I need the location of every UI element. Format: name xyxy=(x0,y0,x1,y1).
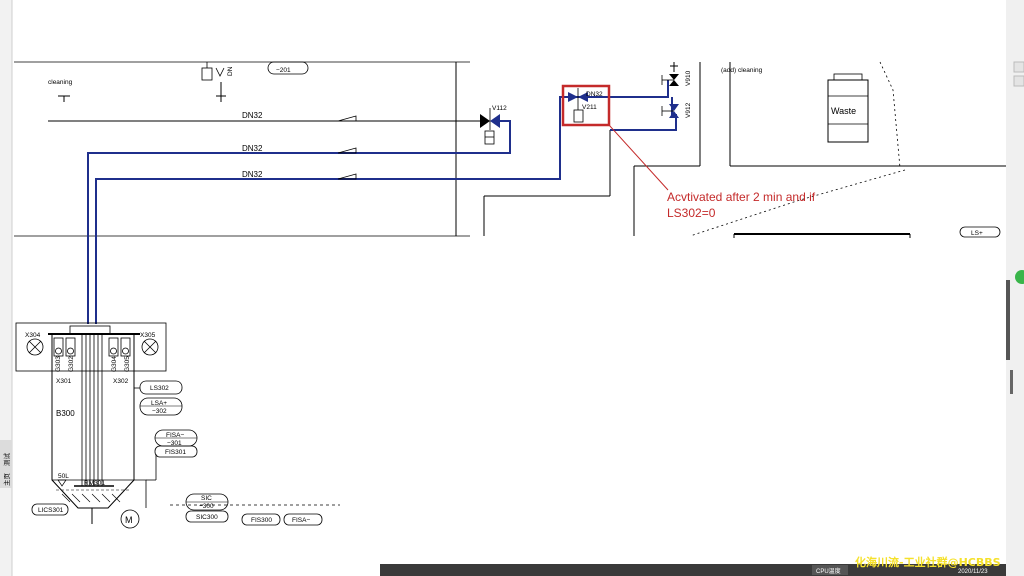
left-panel xyxy=(0,0,12,576)
instrument-lics301[interactable]: LICS301 xyxy=(31,503,69,516)
valve-label-v112: V112 xyxy=(492,105,507,112)
svg-text:−201: −201 xyxy=(276,67,291,74)
pipe-dn32-mid[interactable] xyxy=(87,120,511,324)
valve-v912[interactable] xyxy=(661,104,679,118)
lamp-label-x304: X304 xyxy=(25,332,41,339)
svg-text:FISA−: FISA− xyxy=(292,517,310,524)
motor-label: M xyxy=(125,515,133,525)
dn-small-label: DN xyxy=(227,66,234,76)
taskbar-cpu-label: CPU温度 xyxy=(816,567,841,575)
tank-top-frame xyxy=(15,322,167,372)
tank-hatch xyxy=(61,493,121,503)
valve-v211[interactable] xyxy=(568,88,588,123)
lamp-x305[interactable] xyxy=(141,338,159,356)
add-cleaning-label: (add) cleaning xyxy=(721,67,763,74)
pipe-label-dn32-top: DN32 xyxy=(242,111,263,120)
dashed-line-2 xyxy=(689,169,906,237)
scroll-button-next[interactable] xyxy=(1013,75,1024,87)
sidebar-tab-main[interactable]: 主页 xyxy=(2,473,11,487)
lamp-label-x305: X305 xyxy=(140,332,156,339)
svg-text:SIC300: SIC300 xyxy=(196,514,218,521)
watermark-text: 化海川流-工业社群@HCBBS xyxy=(855,555,1001,569)
level-marker xyxy=(57,479,67,487)
valve-label-v910: V910 xyxy=(685,70,692,86)
scroll-marker xyxy=(1010,370,1013,394)
pipe-dn32-bot[interactable] xyxy=(95,80,669,324)
svg-text:LS302: LS302 xyxy=(150,385,169,392)
waste-label: Waste xyxy=(831,106,856,116)
sensor-label-g304: G304 xyxy=(111,356,118,372)
instrument-sic300[interactable]: SIC −300 xyxy=(185,493,229,511)
cleaning-label-left: cleaning xyxy=(48,79,73,86)
sidebar-tab-test[interactable]: 测试 xyxy=(2,453,11,467)
scroll-button-top[interactable] xyxy=(1013,61,1024,73)
sidebar-tab-group xyxy=(0,440,12,488)
svg-text:−302: −302 xyxy=(152,408,167,415)
annotation-line-1: Acvtivated after 2 min and if xyxy=(667,190,816,204)
taskbar-cpu-item[interactable] xyxy=(812,565,848,575)
svg-text:−300: −300 xyxy=(199,503,214,510)
right-scroll-panel[interactable] xyxy=(1006,0,1024,576)
flow-arrow-top xyxy=(337,115,357,122)
instrument-201-tag[interactable]: −201 xyxy=(267,61,309,75)
pipe-return-right[interactable] xyxy=(610,114,677,131)
mixer-label-rm301: RM301 xyxy=(84,480,105,487)
flow-arrow-mid xyxy=(337,147,357,154)
sensor-label-g303: G303 xyxy=(55,356,62,372)
highlight-box-v211[interactable] xyxy=(561,84,611,127)
scroll-thumb[interactable] xyxy=(1006,280,1010,360)
pipe-label-dn32-mid: DN32 xyxy=(242,144,263,153)
pipe-label-dn32-bot: DN32 xyxy=(242,170,263,179)
svg-text:LICS301: LICS301 xyxy=(38,507,64,514)
svg-text:LSA+: LSA+ xyxy=(151,400,167,407)
valve-label-v912: V912 xyxy=(685,102,692,118)
pipe-label-dn32-right: DN32 xyxy=(586,91,603,98)
svg-text:LS+: LS+ xyxy=(971,230,983,237)
sensor-group-right[interactable] xyxy=(108,337,131,357)
svg-text:FIS300: FIS300 xyxy=(251,517,272,524)
svg-text:FIS301: FIS301 xyxy=(165,449,186,456)
svg-text:SIC: SIC xyxy=(201,495,212,502)
sensor-label-g305: G305 xyxy=(124,356,131,372)
waste-container[interactable] xyxy=(827,73,869,143)
instrument-lsa302[interactable]: LSA+ −302 xyxy=(139,397,183,416)
instrument-fis301[interactable]: FIS301 xyxy=(154,445,198,458)
label-x301: X301 xyxy=(56,378,72,385)
instrument-fisa-bottom[interactable]: FISA− xyxy=(283,513,323,526)
sensor-group-left[interactable] xyxy=(53,337,76,357)
small-instrument-dn[interactable] xyxy=(201,62,226,102)
flow-arrow-bot xyxy=(337,173,357,180)
tank-label-b300: B300 xyxy=(56,409,75,418)
lamp-x304[interactable] xyxy=(26,338,44,356)
motor-m[interactable] xyxy=(120,509,140,529)
taskbar-strip xyxy=(380,564,1006,576)
instrument-sic300-tag[interactable]: SIC300 xyxy=(185,510,229,523)
label-x302: X302 xyxy=(113,378,129,385)
annotation-leader-line xyxy=(608,124,669,191)
instrument-ls-plus-right[interactable]: LS+ xyxy=(959,226,1001,238)
taskbar-date: 2020/11/23 xyxy=(958,569,988,575)
annotation-line-2: LS302=0 xyxy=(667,206,716,220)
valve-v910[interactable] xyxy=(661,62,679,86)
svg-text:−301: −301 xyxy=(167,440,182,447)
valve-label-v211: V211 xyxy=(582,104,597,111)
instrument-fis300[interactable]: FIS300 xyxy=(241,513,281,526)
tank-internal-pipes xyxy=(81,334,103,486)
valve-v112[interactable] xyxy=(480,108,500,145)
sensor-label-g302: G302 xyxy=(68,356,75,372)
dashed-line-1 xyxy=(879,61,901,169)
green-status-icon[interactable] xyxy=(1015,270,1024,284)
svg-text:FISA−: FISA− xyxy=(166,432,184,439)
tank-level-label: 50L xyxy=(58,473,69,480)
instrument-ls302[interactable]: LS302 xyxy=(139,380,183,395)
